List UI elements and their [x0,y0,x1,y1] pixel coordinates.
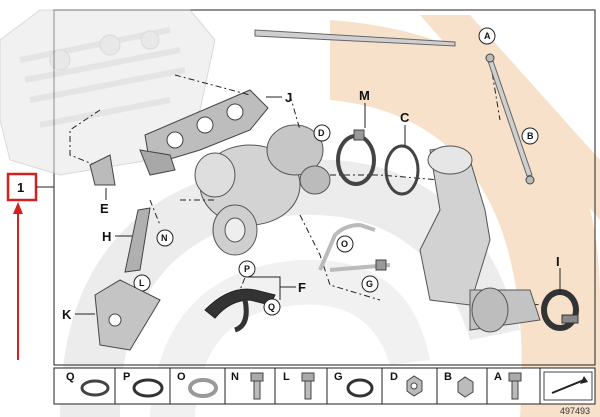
clamp-icon [336,129,376,186]
hose-clamp-icon [80,379,110,397]
gasket-ring-icon [384,144,420,196]
washer-icon [346,378,374,398]
callout-C[interactable]: C [400,110,410,125]
svg-text:G: G [334,371,343,383]
callout-K[interactable]: K [62,307,72,322]
circle-callout-O[interactable]: O [336,235,354,253]
svg-text:O: O [341,239,348,249]
bolt-icon [250,372,264,400]
svg-text:B: B [527,131,534,141]
reference-number: 497493 [560,406,590,416]
svg-text:D: D [390,371,398,383]
strip-item-D[interactable]: D [390,371,423,397]
nut-icon [457,376,474,398]
callout-H[interactable]: H [102,229,111,244]
strip-item-B[interactable]: B [444,371,474,398]
circle-callout-A[interactable]: A [478,27,496,45]
callout-M[interactable]: M [359,88,370,103]
circle-callout-Q[interactable]: Q [263,298,281,316]
circle-callout-L[interactable]: L [133,274,151,292]
circle-callout-B[interactable]: B [521,127,539,145]
exhaust-manifold-gasket-icon [139,89,269,176]
circle-callout-G[interactable]: G [361,275,379,293]
bracket-E-icon [89,154,116,186]
more-parts-arrow-icon[interactable] [543,371,593,401]
bracket-K-icon [94,279,161,351]
svg-text:N: N [161,233,168,243]
circle-callout-N[interactable]: N [156,229,174,247]
svg-text:L: L [139,278,145,288]
svg-text:Q: Q [268,302,275,312]
svg-text:A: A [494,371,502,383]
highlight-marker: 1 [6,172,38,360]
strip-item-O[interactable]: O [177,371,218,398]
callout-E[interactable]: E [100,201,109,216]
bolt-icon [508,372,522,400]
strip-item-L[interactable]: L [283,371,315,400]
callout-F[interactable]: F [298,280,306,295]
strip-item-A[interactable]: A [494,371,522,400]
callout-J[interactable]: J [285,90,292,105]
bolt-icon [301,372,315,400]
svg-text:N: N [231,371,239,383]
bracket-H-icon [124,207,151,273]
strip-item-N[interactable]: N [231,371,264,400]
turbocharger-icon [194,124,331,256]
main-index-label: 1 [17,180,24,195]
svg-text:Q: Q [66,371,75,383]
seal-ring-icon [188,378,218,398]
circle-callout-P[interactable]: P [238,260,256,278]
svg-text:D: D [318,128,325,138]
svg-text:P: P [244,264,250,274]
svg-text:P: P [123,371,130,383]
svg-text:O: O [177,371,186,383]
nut-icon [406,375,423,397]
svg-text:B: B [444,371,452,383]
o-ring-icon [132,378,164,398]
catalytic-converter-icon [419,145,541,333]
svg-text:A: A [484,31,491,41]
svg-text:L: L [283,371,290,383]
bracket-icon [254,29,535,185]
callout-I[interactable]: I [556,254,560,269]
strip-item-G[interactable]: G [334,371,374,398]
parts-strip: Q P O N L G [53,367,596,405]
water-pipe-icon [318,222,391,272]
strip-item-Q[interactable]: Q [66,371,110,397]
circle-callout-D[interactable]: D [313,124,331,142]
strip-item-P[interactable]: P [123,371,164,398]
svg-text:G: G [366,279,373,289]
